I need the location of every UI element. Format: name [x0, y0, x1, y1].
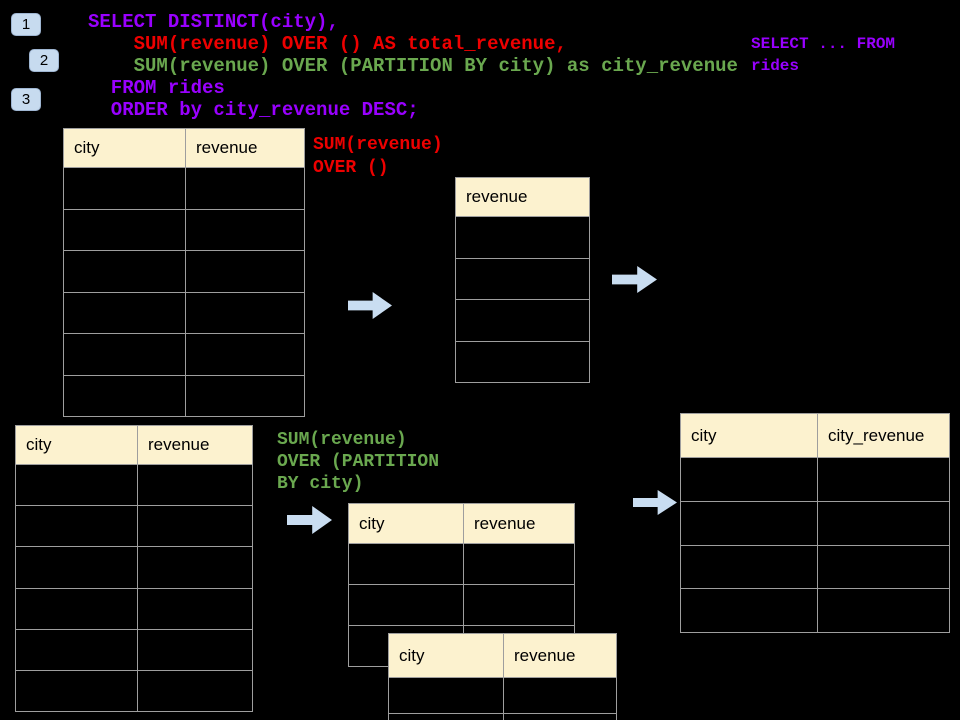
body-cell-empty — [456, 258, 589, 299]
body-cell-empty — [64, 209, 185, 250]
code-line: rides — [751, 57, 800, 75]
arrow-right-icon — [287, 506, 332, 534]
body-cell-empty — [186, 168, 304, 209]
arrow-right-icon — [633, 490, 677, 515]
body-cell-empty — [456, 217, 589, 258]
side-note-code: SELECT ... FROM rides — [751, 33, 895, 77]
arrow-right-icon — [612, 266, 657, 293]
body-cell-empty — [16, 506, 137, 547]
body-cell-empty — [138, 588, 252, 629]
body-cell-empty — [64, 251, 185, 292]
body-cell-empty — [186, 334, 304, 375]
code-line: SELECT DISTINCT(city), — [88, 11, 339, 33]
body-cell-empty — [456, 300, 589, 341]
body-cell-empty — [504, 714, 616, 720]
body-cell-empty — [64, 375, 185, 416]
step-badge-2: 2 — [29, 49, 59, 72]
table-total-revenue-result: revenue — [455, 177, 590, 383]
body-cell-empty — [16, 588, 137, 629]
code-line: SELECT ... FROM — [751, 35, 896, 53]
body-cell-empty — [389, 678, 503, 713]
header-cell: revenue — [464, 504, 574, 543]
header-cell: city — [681, 414, 817, 457]
body-cell-empty — [138, 670, 252, 712]
body-cell-empty — [186, 375, 304, 416]
body-cell-empty — [138, 547, 252, 588]
body-cell-empty — [818, 458, 949, 501]
body-cell-empty — [64, 334, 185, 375]
code-line: SUM(revenue) OVER () AS total_revenue, — [88, 33, 567, 55]
body-cell-empty — [138, 629, 252, 670]
body-cell-empty — [818, 501, 949, 545]
body-cell-empty — [818, 545, 949, 589]
body-cell-empty — [464, 585, 574, 625]
arrow-right-icon — [348, 292, 392, 319]
body-cell-empty — [681, 501, 817, 545]
body-cell-empty — [349, 585, 463, 625]
body-cell-empty — [818, 589, 949, 633]
body-cell-empty — [64, 292, 185, 333]
code-line: ORDER by city_revenue DESC; — [88, 99, 419, 121]
code-line: SUM(revenue) — [313, 135, 443, 155]
body-cell-empty — [504, 678, 616, 713]
sql-query-code: SELECT DISTINCT(city), SUM(revenue) OVER… — [88, 11, 738, 121]
body-cell-empty — [464, 544, 574, 584]
body-cell-empty — [16, 465, 137, 506]
header-cell: revenue — [456, 178, 589, 216]
body-cell-empty — [186, 251, 304, 292]
body-cell-empty — [64, 168, 185, 209]
body-cell-empty — [349, 544, 463, 584]
body-cell-empty — [681, 545, 817, 589]
body-cell-empty — [389, 714, 503, 720]
code-line: SUM(revenue) OVER (PARTITION BY city) as… — [88, 55, 738, 77]
step-badge-3: 3 — [11, 88, 41, 111]
header-cell: city — [389, 634, 503, 677]
body-cell-empty — [681, 589, 817, 633]
step-badge-1: 1 — [11, 13, 41, 36]
body-cell-empty — [186, 292, 304, 333]
header-cell: city — [16, 426, 137, 464]
header-cell: city — [349, 504, 463, 543]
body-cell-empty — [186, 209, 304, 250]
code-line: SUM(revenue) — [277, 430, 407, 450]
body-cell-empty — [456, 341, 589, 382]
total-revenue-annotation: SUM(revenue) OVER () — [313, 134, 443, 180]
header-cell: city_revenue — [818, 414, 949, 457]
body-cell-empty — [138, 465, 252, 506]
body-cell-empty — [16, 670, 137, 712]
code-line: OVER () — [313, 158, 389, 178]
header-cell: revenue — [186, 129, 304, 167]
body-cell-empty — [681, 458, 817, 501]
body-cell-empty — [16, 547, 137, 588]
body-cell-empty — [16, 629, 137, 670]
code-line: OVER (PARTITION — [277, 452, 440, 472]
body-cell-empty — [138, 506, 252, 547]
header-cell: city — [64, 129, 185, 167]
header-cell: revenue — [138, 426, 252, 464]
code-line: FROM rides — [88, 77, 225, 99]
header-cell: revenue — [504, 634, 616, 677]
code-line: BY city) — [277, 474, 364, 494]
